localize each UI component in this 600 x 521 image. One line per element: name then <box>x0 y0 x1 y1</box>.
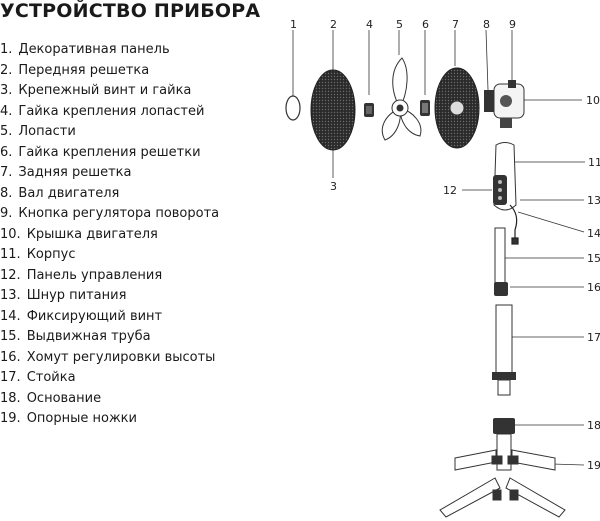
callout-17: 17 <box>587 331 600 344</box>
item-number: 2. <box>0 62 13 78</box>
list-item: 4. Гайка крепления лопастей <box>0 102 219 123</box>
callout-11: 11 <box>588 156 600 169</box>
list-item: 7. Задняя решетка <box>0 163 219 184</box>
grille-nut <box>420 100 430 116</box>
callout-10: 10 <box>586 94 600 107</box>
list-item: 19. Опорные ножки <box>0 409 219 430</box>
item-number: 11. <box>0 247 21 262</box>
item-label: Кнопка регулятора поворота <box>18 206 220 221</box>
power-cord <box>509 204 519 245</box>
list-item: 2. Передняя решетка <box>0 61 219 82</box>
callout-8: 8 <box>483 18 490 31</box>
callout-12: 12 <box>443 184 457 197</box>
list-item: 16. Хомут регулировки высоты <box>0 348 219 369</box>
item-number: 10. <box>0 226 21 242</box>
item-number: 7. <box>0 165 13 180</box>
item-label: Опорные ножки <box>26 411 137 426</box>
callout-2: 2 <box>330 18 337 31</box>
item-label: Передняя решетка <box>18 62 150 78</box>
stand-pole <box>492 304 516 396</box>
blade-nut <box>364 103 374 117</box>
fan-blades <box>381 57 422 141</box>
item-label: Вал двигателя <box>18 185 120 201</box>
item-label: Хомут регулировки высоты <box>26 349 216 365</box>
list-item: 15. Выдвижная труба <box>0 327 219 348</box>
item-number: 9. <box>0 206 13 221</box>
callout-1: 1 <box>290 18 297 31</box>
height-clamp <box>494 282 508 296</box>
item-number: 18. <box>0 390 21 406</box>
item-number: 12. <box>0 267 21 283</box>
front-grille <box>310 69 356 151</box>
callout-6: 6 <box>422 18 429 31</box>
item-number: 4. <box>0 103 13 119</box>
callout-19: 19 <box>587 459 600 472</box>
list-item: 6. Гайка крепления решетки <box>0 143 219 164</box>
item-label: Задняя решетка <box>18 165 132 180</box>
list-item: 11. Корпус <box>0 245 219 266</box>
item-label: Шнур питания <box>26 288 127 303</box>
item-number: 14. <box>0 308 21 324</box>
list-item: 8. Вал двигателя <box>0 184 219 205</box>
item-number: 3. <box>0 83 13 98</box>
list-item: 3. Крепежный винт и гайка <box>0 81 219 102</box>
telescopic-tube <box>494 227 506 285</box>
item-label: Гайка крепления лопастей <box>18 103 205 119</box>
list-item: 17. Стойка <box>0 368 219 389</box>
list-item: 9. Кнопка регулятора поворота <box>0 204 219 225</box>
list-item: 5. Лопасти <box>0 122 219 143</box>
callout-13: 13 <box>587 194 600 207</box>
item-label: Основание <box>26 390 102 406</box>
item-label: Декоративная панель <box>18 42 170 57</box>
fan-body <box>493 142 517 211</box>
support-feet <box>439 449 566 518</box>
callout-16: 16 <box>587 281 600 294</box>
item-number: 17. <box>0 370 21 385</box>
list-item: 10. Крышка двигателя <box>0 225 219 246</box>
item-label: Лопасти <box>18 124 76 139</box>
item-number: 8. <box>0 185 13 201</box>
item-label: Стойка <box>26 370 76 385</box>
item-label: Панель управления <box>26 267 163 283</box>
item-number: 19. <box>0 411 21 426</box>
item-number: 1. <box>0 42 13 57</box>
list-item: 1. Декоративная панель <box>0 40 219 61</box>
item-number: 15. <box>0 329 21 344</box>
callout-3: 3 <box>330 180 337 193</box>
page-title: УСТРОЙСТВО ПРИБОРА <box>0 0 261 22</box>
item-number: 5. <box>0 124 13 139</box>
list-item: 14. Фиксирующий винт <box>0 307 219 328</box>
motor-assembly <box>484 80 525 128</box>
list-item: 13. Шнур питания <box>0 286 219 307</box>
callout-5: 5 <box>396 18 403 31</box>
item-label: Крепежный винт и гайка <box>18 83 192 98</box>
list-item: 12. Панель управления <box>0 266 219 287</box>
item-label: Фиксирующий винт <box>26 308 163 324</box>
list-item: 18. Основание <box>0 389 219 410</box>
callout-9: 9 <box>509 18 516 31</box>
parts-list: 1. Декоративная панель 2. Передняя решетка… <box>0 40 219 430</box>
item-label: Корпус <box>26 247 76 262</box>
callout-18: 18 <box>587 419 600 432</box>
item-number: 6. <box>0 144 13 160</box>
item-label: Крышка двигателя <box>26 226 158 242</box>
callout-14: 14 <box>587 227 600 240</box>
item-number: 16. <box>0 349 21 365</box>
item-label: Гайка крепления решетки <box>18 144 201 160</box>
item-number: 13. <box>0 288 21 303</box>
callout-15: 15 <box>587 252 600 265</box>
callout-7: 7 <box>452 18 459 31</box>
callout-4: 4 <box>366 18 373 31</box>
item-label: Выдвижная труба <box>26 329 151 344</box>
decorative-panel <box>285 95 301 121</box>
